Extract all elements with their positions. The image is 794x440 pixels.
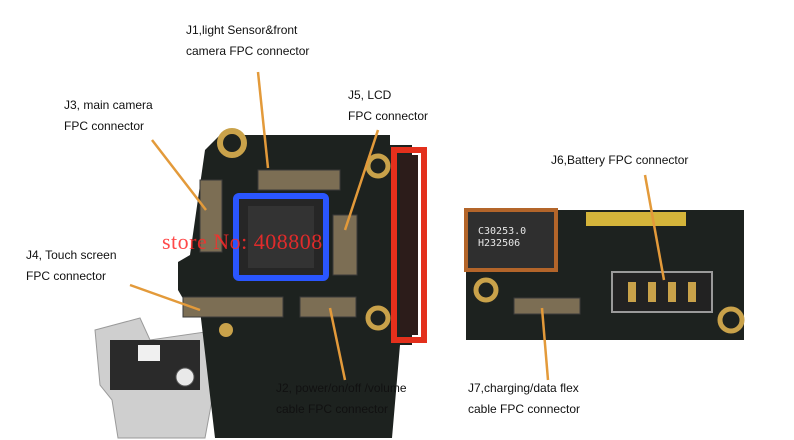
label-j3-line-1: J3, main camera xyxy=(64,98,153,112)
label-j4-line-1: J4, Touch screen xyxy=(26,248,117,262)
labeled-ic xyxy=(464,208,558,272)
label-j7-line-2: cable FPC connector xyxy=(468,402,581,416)
chip-marking-line-1: C30253.0 xyxy=(478,226,527,237)
label-j5-line-2: FPC connector xyxy=(348,109,429,123)
label-j7-line-1: J7,charging/data flex xyxy=(468,381,579,395)
battery-contact xyxy=(668,282,676,302)
label-j3-line-2: FPC connector xyxy=(64,119,145,133)
screw-ring xyxy=(217,128,247,158)
chip-marking: C30253.0 H232506 xyxy=(478,226,526,250)
label-j1-line-1: J1,light Sensor&front xyxy=(186,23,298,37)
label-j4-line-2: FPC connector xyxy=(26,269,107,283)
connector-j6 xyxy=(611,271,713,313)
battery-contact xyxy=(648,282,656,302)
left-logic-board xyxy=(94,128,427,439)
gold-strip xyxy=(586,212,686,226)
component-core xyxy=(400,155,418,335)
connector-j2 xyxy=(299,296,357,318)
red-marked-component xyxy=(391,147,427,343)
pointer-j4 xyxy=(129,283,201,312)
label-j7: J7,charging/data flex cable FPC connecto… xyxy=(468,378,580,420)
connector-j4 xyxy=(182,296,284,318)
right-logic-board xyxy=(464,208,745,340)
pointer-j3 xyxy=(151,139,207,211)
store-watermark: store No: 408808 xyxy=(162,229,323,254)
label-j3: J3, main camera FPC connector xyxy=(64,95,153,137)
connector-j1 xyxy=(257,169,341,191)
label-j6-line-1: J6,Battery FPC connector xyxy=(551,153,689,167)
chip-marking-line-2: H232506 xyxy=(478,238,521,249)
pointer-j2 xyxy=(328,307,347,381)
label-j4: J4, Touch screen FPC connector xyxy=(26,245,117,287)
screw-ring xyxy=(365,305,391,331)
screw-ring xyxy=(473,277,499,303)
pointer-j5 xyxy=(343,129,380,231)
screw-ring xyxy=(219,323,233,337)
connector-j5 xyxy=(332,214,358,276)
screw-ring xyxy=(365,153,391,179)
bracket-screw-hole xyxy=(175,367,195,387)
label-j1: J1,light Sensor&front camera FPC connect… xyxy=(186,20,309,62)
chip-core xyxy=(248,206,314,268)
pointer-j6 xyxy=(643,174,666,281)
label-j6: J6,Battery FPC connector xyxy=(551,150,688,171)
pointer-j7 xyxy=(540,307,550,381)
label-j2-line-1: J2, power/on/off /volume xyxy=(276,381,407,395)
callout-pointers xyxy=(129,71,666,381)
bracket-sticker xyxy=(138,345,160,361)
connector-j7 xyxy=(513,297,581,315)
battery-contact xyxy=(628,282,636,302)
label-j2: J2, power/on/off /volume cable FPC conne… xyxy=(276,378,407,420)
battery-contact xyxy=(688,282,696,302)
label-j2-line-2: cable FPC connector xyxy=(276,402,389,416)
screw-ring xyxy=(717,306,745,334)
pointer-j1 xyxy=(256,71,270,169)
connector-j3 xyxy=(199,179,223,253)
label-j5-line-1: J5, LCD xyxy=(348,88,392,102)
label-j1-line-2: camera FPC connector xyxy=(186,44,310,58)
label-j5: J5, LCD FPC connector xyxy=(348,85,428,127)
